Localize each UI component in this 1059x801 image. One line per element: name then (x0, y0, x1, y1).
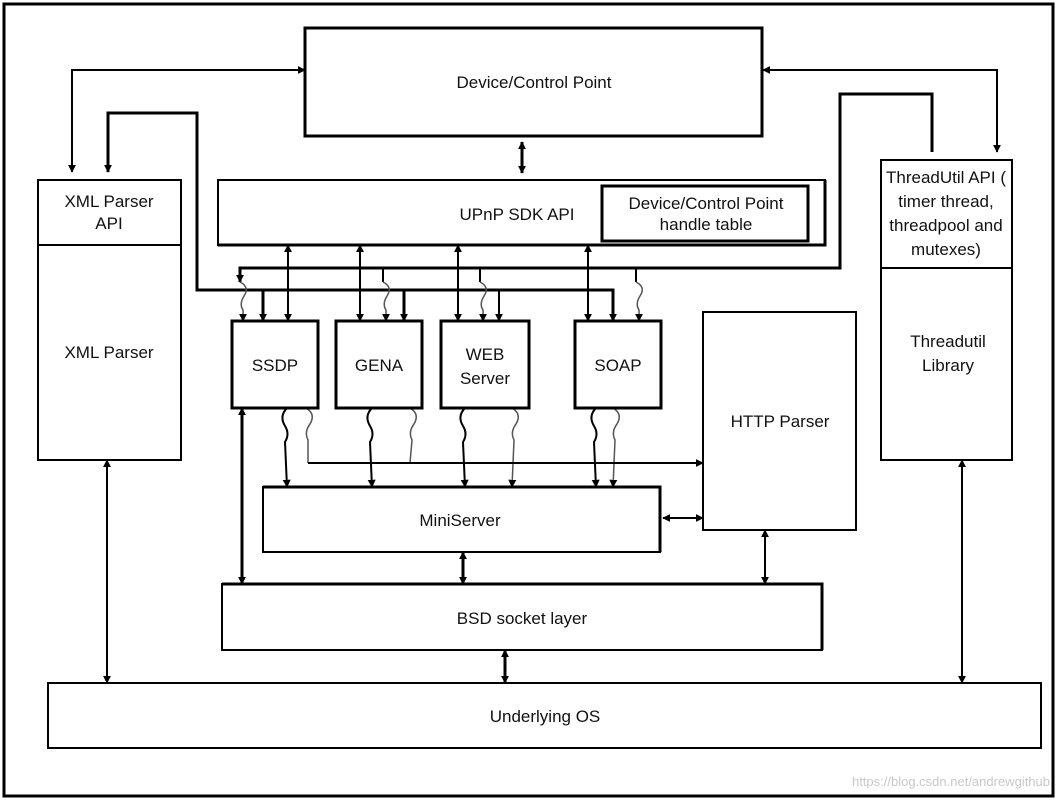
threadutil-to-ssdp (239, 281, 247, 322)
threadutil-to-gena (382, 281, 390, 322)
ssdp-box: SSDP (230, 319, 320, 410)
ssdp-http-curve (305, 407, 313, 463)
arrow-device-xml-api (68, 66, 306, 173)
gena-label: GENA (355, 356, 404, 375)
soap-to-miniserver (590, 407, 600, 488)
threadutil-bus (236, 92, 934, 283)
threadutil-to-web (479, 281, 487, 322)
web-miniserver-curve (508, 407, 519, 488)
underlying-os-box: Underlying OS (47, 682, 1042, 749)
handle-table-line-1: Device/Control Point (629, 194, 784, 213)
web-server-line-2: Server (460, 369, 510, 388)
threadutil-api-line-2: timer thread, (898, 192, 993, 211)
web-to-miniserver (459, 407, 469, 488)
soap-box: SOAP (573, 319, 663, 410)
miniserver-box: MiniServer (262, 485, 662, 553)
xml-parser-api-line-2: API (95, 214, 122, 233)
xml-bus-to-soap (404, 288, 617, 322)
bsd-socket-layer-box: BSD socket layer (221, 582, 824, 651)
threadutil-api-line-1: ThreadUtil API ( (886, 168, 1006, 187)
threadutil-box: ThreadUtil API ( timer thread, threadpoo… (880, 159, 1013, 461)
gena-to-miniserver (366, 407, 376, 488)
threadutil-api-line-3: threadpool and (889, 216, 1002, 235)
device-control-point-label: Device/Control Point (457, 73, 612, 92)
http-parser-box: HTTP Parser (702, 311, 857, 531)
ssdp-label: SSDP (252, 356, 298, 375)
soap-label: SOAP (594, 356, 641, 375)
xml-parser-box: XML Parser API XML Parser (37, 179, 182, 461)
bsd-socket-layer-label: BSD socket layer (457, 609, 588, 628)
threadutil-to-soap (635, 281, 643, 322)
web-server-box: WEB Server (439, 319, 531, 410)
miniserver-label: MiniServer (419, 511, 501, 530)
connectors (68, 66, 1001, 684)
soap-miniserver-curve (609, 407, 620, 488)
handle-table-box: Device/Control Point handle table (600, 184, 810, 243)
gena-miniserver-curve (409, 407, 417, 464)
arrow-device-threadutil (762, 66, 1001, 153)
threadutil-api-line-4: mutexes) (911, 240, 981, 259)
gena-box: GENA (334, 319, 424, 410)
underlying-os-label: Underlying OS (490, 707, 601, 726)
xml-parser-bus (104, 111, 408, 322)
ssdp-to-miniserver (281, 407, 291, 488)
device-control-point-box: Device/Control Point (303, 26, 764, 138)
upnp-sdk-api-label: UPnP SDK API (460, 205, 575, 224)
handle-table-line-2: handle table (660, 215, 753, 234)
watermark-text: https://blog.csdn.net/andrewgithub (852, 774, 1050, 789)
threadutil-library-line-1: Threadutil (910, 332, 986, 351)
http-parser-label: HTTP Parser (731, 412, 830, 431)
xml-parser-label: XML Parser (64, 343, 153, 362)
web-server-line-1: WEB (466, 345, 505, 364)
threadutil-library-line-2: Library (922, 356, 974, 375)
xml-parser-api-line-1: XML Parser (64, 192, 153, 211)
